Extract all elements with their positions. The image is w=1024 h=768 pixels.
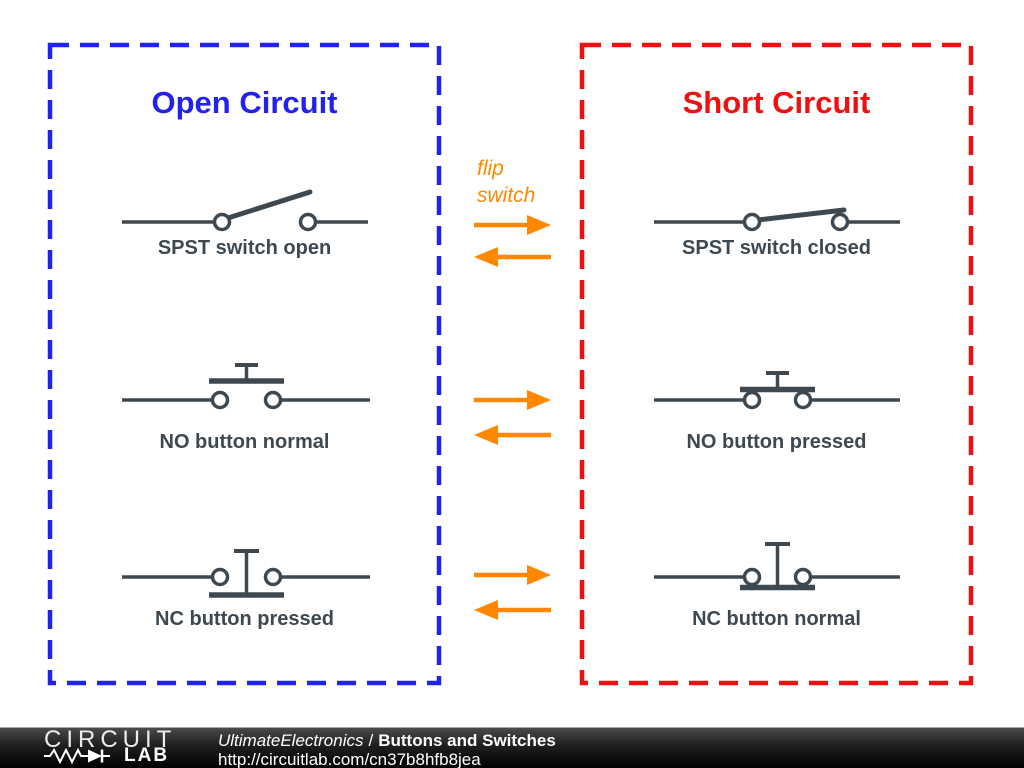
arrow-right-icon-row1 — [474, 215, 551, 235]
footer-url: http://circuitlab.com/cn37b8hfb8jea — [218, 750, 481, 768]
label-nc-button-normal: NC button normal — [692, 608, 861, 630]
label-spst-switch-open: SPST switch open — [157, 237, 332, 259]
short-circuit-panel-border — [579, 42, 974, 686]
nc-button-normal-symbol — [654, 542, 900, 591]
footer-bar: CIRCUIT LAB UltimateElectronics/Buttons … — [0, 727, 1024, 768]
spst-switch-closed-symbol — [654, 207, 900, 232]
arrow-right-icon-row3 — [474, 565, 551, 585]
no-button-pressed-symbol — [654, 371, 900, 410]
flip-switch-label-line2: switch — [477, 184, 536, 207]
nc-button-pressed-symbol — [122, 549, 370, 598]
label-no-button-normal: NO button normal — [159, 431, 330, 453]
arrow-right-icon-row2 — [474, 390, 551, 410]
short-circuit-title: Short Circuit — [682, 85, 871, 120]
open-circuit-panel-border — [47, 42, 442, 686]
flip-switch-label-line1: flip — [477, 157, 504, 180]
label-spst-switch-closed: SPST switch closed — [682, 237, 871, 259]
label-nc-button-pressed: NC button pressed — [155, 608, 334, 630]
arrow-left-icon-row2 — [474, 425, 551, 445]
footer-page-title: Buttons and Switches — [378, 731, 556, 750]
no-button-normal-symbol — [122, 363, 370, 410]
flip-switch-label: flip switch — [477, 155, 567, 209]
resistor-diode-icon — [44, 747, 110, 764]
footer-separator: / — [368, 731, 374, 750]
footer-breadcrumb: UltimateElectronics/Buttons and Switches — [218, 731, 556, 750]
open-circuit-title: Open Circuit — [151, 85, 338, 120]
arrow-left-icon-row1 — [474, 247, 551, 267]
circuitlab-logo: CIRCUIT LAB — [44, 728, 176, 765]
label-no-button-pressed: NO button pressed — [686, 431, 867, 453]
circuitlab-logo-lab: LAB — [124, 745, 170, 766]
circuitlab-logo-word: CIRCUIT — [44, 726, 177, 753]
arrow-left-icon-row3 — [474, 600, 551, 620]
spst-switch-open-symbol — [122, 189, 368, 232]
footer-source: UltimateElectronics — [218, 731, 364, 750]
